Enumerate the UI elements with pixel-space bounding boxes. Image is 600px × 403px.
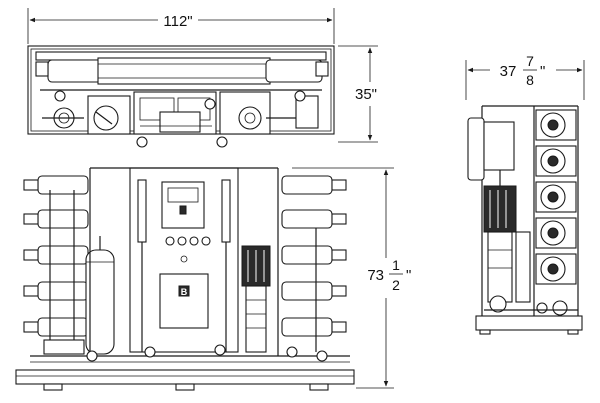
right-membrane-rack (281, 175, 347, 352)
control-button (189, 236, 199, 246)
membrane-housing (47, 59, 105, 83)
control-button (201, 236, 211, 246)
controller-display (161, 181, 205, 229)
controller-label: B (181, 287, 188, 297)
width-dimension-label: 112" (163, 13, 192, 30)
side-depth-unit-label: " (540, 63, 545, 80)
side-depth-fraction-denominator: 8 (526, 72, 534, 88)
pump-motor (483, 185, 517, 233)
side-view: 37 7 8 " (465, 53, 585, 335)
flowmeter (221, 179, 231, 243)
skid-base (15, 369, 355, 385)
electrical-panel (159, 273, 209, 329)
height-whole-label: 73 (367, 267, 384, 284)
height-fraction-denominator: 2 (392, 277, 400, 293)
depth-dimension-label: 35" (355, 86, 377, 103)
pressure-gauge (238, 106, 262, 130)
flowmeter (137, 179, 147, 243)
side-depth-fraction-numerator: 7 (526, 53, 534, 69)
control-button (165, 236, 175, 246)
left-membrane-rack (23, 175, 89, 355)
control-button (177, 236, 187, 246)
side-depth-whole-label: 37 (500, 63, 517, 80)
multistage-pump (245, 285, 267, 353)
vessel-end-caps (535, 109, 577, 285)
height-fraction-numerator: 1 (392, 257, 400, 273)
membrane-housing (265, 59, 323, 83)
top-view: 112" (27, 8, 378, 148)
height-unit-label: " (406, 267, 411, 284)
front-view: B (15, 167, 411, 391)
